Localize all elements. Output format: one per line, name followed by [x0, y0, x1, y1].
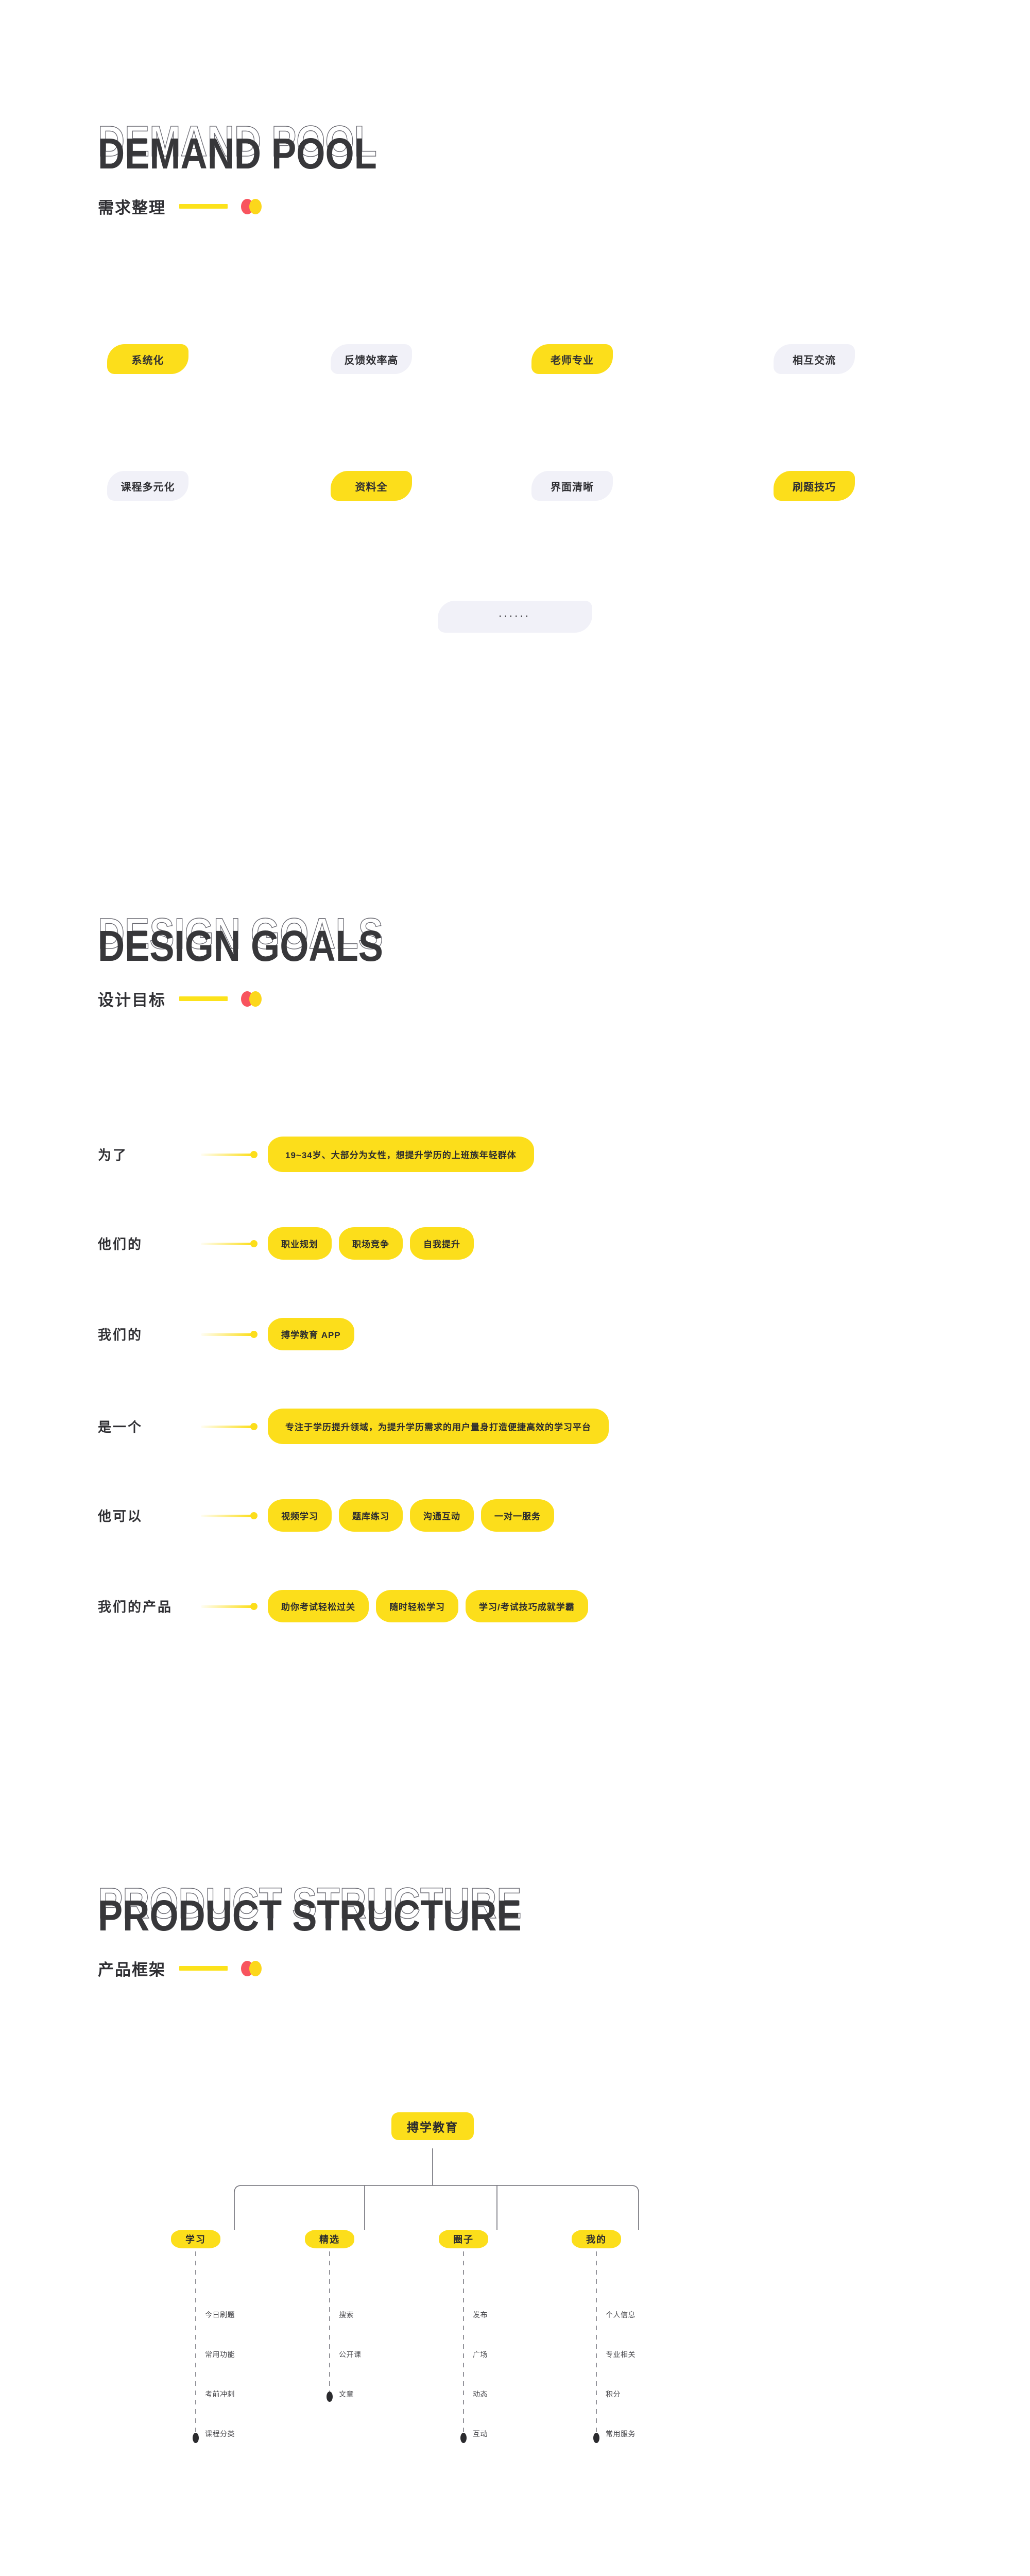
demand-pill-more[interactable]: ······ [438, 601, 592, 633]
goal-tag[interactable]: 搏学教育 APP [268, 1318, 354, 1350]
arrow-right-icon [201, 1602, 263, 1610]
goal-tag[interactable]: 视频学习 [268, 1499, 332, 1532]
arrow-right-icon [201, 1150, 263, 1158]
demand-pill[interactable]: 系统化 [107, 344, 188, 374]
arrow-right-icon [201, 1330, 263, 1338]
product-structure-subtitle: 产品框架 [98, 1961, 166, 1979]
goal-row-label: 是一个 [98, 1419, 143, 1435]
tree-leaf[interactable]: 动态 [473, 2390, 488, 2398]
goal-tag[interactable]: 职业规划 [268, 1227, 332, 1260]
demand-pool-subtitle: 需求整理 [98, 199, 166, 217]
arrow-right-icon [201, 1512, 263, 1519]
tree-leaf[interactable]: 考前冲刺 [205, 2390, 235, 2398]
goal-row-label: 我们的 [98, 1327, 143, 1343]
goal-tag[interactable]: 助你考试轻松过关 [268, 1590, 369, 1622]
goal-row-label: 他可以 [98, 1509, 143, 1524]
tree-leaf[interactable]: 搜索 [339, 2311, 354, 2319]
goal-tag-list: 视频学习 题库练习 沟通互动 一对一服务 [268, 1499, 554, 1532]
brand-dots-icon [241, 1960, 264, 1976]
demand-pill[interactable]: 老师专业 [531, 344, 613, 374]
section-header-product-structure: PRODUCT STRUCTURE PRODUCT STRUCTURE 产品框架 [97, 1881, 522, 1980]
demand-pool-title-fill: DEMAND POOL [98, 129, 377, 178]
tree-leaf[interactable]: 常用功能 [205, 2350, 235, 2359]
tree-branch-node[interactable]: 精选 [305, 2230, 354, 2248]
demand-pill[interactable]: 相互交流 [774, 344, 855, 374]
tree-root-node[interactable]: 搏学教育 [391, 2112, 474, 2140]
tree-branch-node[interactable]: 圈子 [439, 2230, 488, 2248]
yellow-circle-icon [249, 1960, 262, 1976]
accent-line [179, 996, 228, 1001]
tree-leaf[interactable]: 个人信息 [606, 2311, 636, 2319]
design-goal-row: 我们的 搏学教育 APP [98, 1318, 354, 1350]
demand-pill[interactable]: 反馈效率高 [331, 344, 412, 374]
goal-tag[interactable]: 一对一服务 [481, 1499, 554, 1532]
accent-line [179, 204, 228, 209]
goal-tag[interactable]: 专注于学历提升领域，为提升学历需求的用户量身打造便捷高效的学习平台 [268, 1409, 609, 1444]
demand-pool-subtitle-row: 需求整理 [98, 195, 264, 218]
tree-leaf[interactable]: 今日刷题 [205, 2311, 235, 2319]
design-goal-row: 是一个 专注于学历提升领域，为提升学历需求的用户量身打造便捷高效的学习平台 [98, 1409, 609, 1444]
goal-tag-list: 搏学教育 APP [268, 1318, 354, 1350]
design-goals-subtitle: 设计目标 [98, 991, 166, 1009]
goal-tag[interactable]: 题库练习 [339, 1499, 403, 1532]
goal-row-label: 为了 [98, 1147, 128, 1163]
design-goal-row: 他可以 视频学习 题库练习 沟通互动 一对一服务 [98, 1499, 554, 1532]
goal-tag[interactable]: 随时轻松学习 [376, 1590, 458, 1622]
section-header-design-goals: DESIGN GOALS DESIGN GOALS 设计目标 [97, 911, 383, 1010]
product-structure-subtitle-row: 产品框架 [98, 1957, 264, 1980]
product-structure-title-fill: PRODUCT STRUCTURE [98, 1891, 522, 1940]
big-title-wrap: DESIGN GOALS DESIGN GOALS [97, 911, 383, 969]
tree-leaf[interactable]: 文章 [339, 2390, 354, 2398]
goal-tag[interactable]: 自我提升 [410, 1227, 474, 1260]
big-title-wrap: DEMAND POOL DEMAND POOL [97, 119, 377, 176]
design-goal-row: 我们的产品 助你考试轻松过关 随时轻松学习 学习/考试技巧成就学霸 [98, 1590, 588, 1622]
brand-dots-icon [241, 198, 264, 214]
goal-tag-list: 职业规划 职场竞争 自我提升 [268, 1227, 474, 1260]
demand-pill[interactable]: 课程多元化 [107, 471, 188, 501]
tree-leaf[interactable]: 公开课 [339, 2350, 362, 2359]
design-goals-subtitle-row: 设计目标 [98, 987, 264, 1010]
goal-tag[interactable]: 19~34岁、大部分为女性，想提升学历的上班族年轻群体 [268, 1137, 534, 1172]
design-goal-row: 为了 19~34岁、大部分为女性，想提升学历的上班族年轻群体 [98, 1137, 534, 1172]
product-structure-title-outline: PRODUCT STRUCTURE [97, 1879, 522, 1927]
demand-pill[interactable]: 界面清晰 [531, 471, 613, 501]
yellow-circle-icon [249, 991, 262, 1007]
goal-tag[interactable]: 学习/考试技巧成就学霸 [466, 1590, 588, 1622]
tree-leaf[interactable]: 积分 [606, 2390, 621, 2398]
big-title-wrap: PRODUCT STRUCTURE PRODUCT STRUCTURE [97, 1881, 522, 1938]
tree-branch-node[interactable]: 学习 [171, 2230, 220, 2248]
goal-tag[interactable]: 沟通互动 [410, 1499, 474, 1532]
accent-line [179, 1966, 228, 1971]
design-goal-row: 他们的 职业规划 职场竞争 自我提升 [98, 1227, 474, 1260]
goal-row-label: 他们的 [98, 1236, 143, 1252]
section-header-demand-pool: DEMAND POOL DEMAND POOL 需求整理 [97, 119, 377, 218]
tree-leaf[interactable]: 广场 [473, 2350, 488, 2359]
goal-tag-list: 专注于学历提升领域，为提升学历需求的用户量身打造便捷高效的学习平台 [268, 1409, 609, 1444]
arrow-right-icon [201, 1422, 263, 1430]
tree-branch-node[interactable]: 我的 [572, 2230, 621, 2248]
tree-leaf[interactable]: 互动 [473, 2430, 488, 2438]
demand-pool-title-outline: DEMAND POOL [97, 117, 377, 165]
yellow-circle-icon [249, 198, 262, 214]
demand-pill[interactable]: 资料全 [331, 471, 412, 501]
goal-row-label: 我们的产品 [98, 1599, 173, 1615]
goal-tag-list: 19~34岁、大部分为女性，想提升学历的上班族年轻群体 [268, 1137, 534, 1172]
demand-pill[interactable]: 刷题技巧 [774, 471, 855, 501]
tree-leaf[interactable]: 专业相关 [606, 2350, 636, 2359]
design-goals-title-fill: DESIGN GOALS [98, 922, 383, 970]
tree-leaf[interactable]: 发布 [473, 2311, 488, 2319]
goal-tag[interactable]: 职场竞争 [339, 1227, 403, 1260]
brand-dots-icon [241, 991, 264, 1007]
arrow-right-icon [201, 1240, 263, 1247]
tree-leaf[interactable]: 课程分类 [205, 2430, 235, 2438]
design-goals-title-outline: DESIGN GOALS [97, 909, 383, 958]
goal-tag-list: 助你考试轻松过关 随时轻松学习 学习/考试技巧成就学霸 [268, 1590, 588, 1622]
tree-leaf[interactable]: 常用服务 [606, 2430, 636, 2438]
